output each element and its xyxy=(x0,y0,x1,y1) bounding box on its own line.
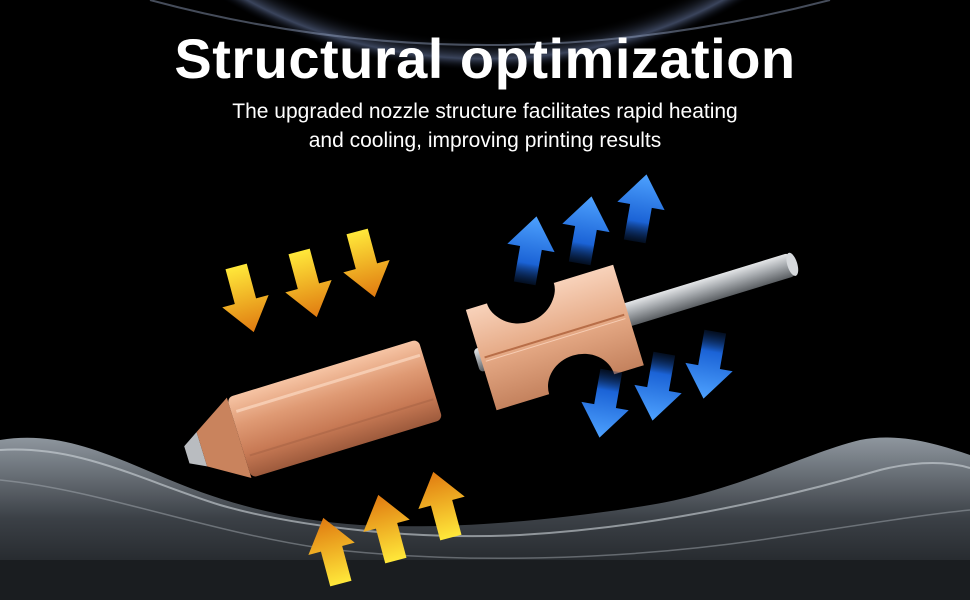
heat-flow-arrow-icon xyxy=(343,228,390,298)
cooling-flow-arrow-icon xyxy=(685,329,733,399)
cooling-flow-arrow-icon xyxy=(581,368,629,438)
heat-flow-arrow-icon xyxy=(418,471,465,541)
ground-floor xyxy=(0,560,970,600)
mountain-ridge xyxy=(0,437,970,600)
heat-flow-arrow-icon xyxy=(285,248,332,318)
subheadline-line-1: The upgraded nozzle structure facilitate… xyxy=(232,100,738,123)
heat-flow-arrow-icon xyxy=(222,263,269,333)
cooling-flow-arrow-icon xyxy=(617,174,665,244)
cooling-flow-arrow-icon xyxy=(562,196,610,266)
cooling-flow-arrow-icon xyxy=(634,351,682,421)
mountain-highlight xyxy=(0,479,970,560)
heat-flow-arrow-icon xyxy=(308,517,355,587)
cooling-flow-arrow-icon xyxy=(507,216,555,286)
mountain-highlight xyxy=(0,448,970,538)
subheadline: The upgraded nozzle structure facilitate… xyxy=(0,97,970,155)
copper-heatsink-block xyxy=(465,262,644,415)
subheadline-line-2: and cooling, improving printing results xyxy=(308,129,662,152)
planet-glow xyxy=(222,0,748,70)
planet-rim xyxy=(149,0,831,46)
copper-nozzle-body xyxy=(184,340,442,478)
headline: Structural optimization xyxy=(174,27,796,90)
heat-flow-arrow-icon xyxy=(363,494,410,564)
